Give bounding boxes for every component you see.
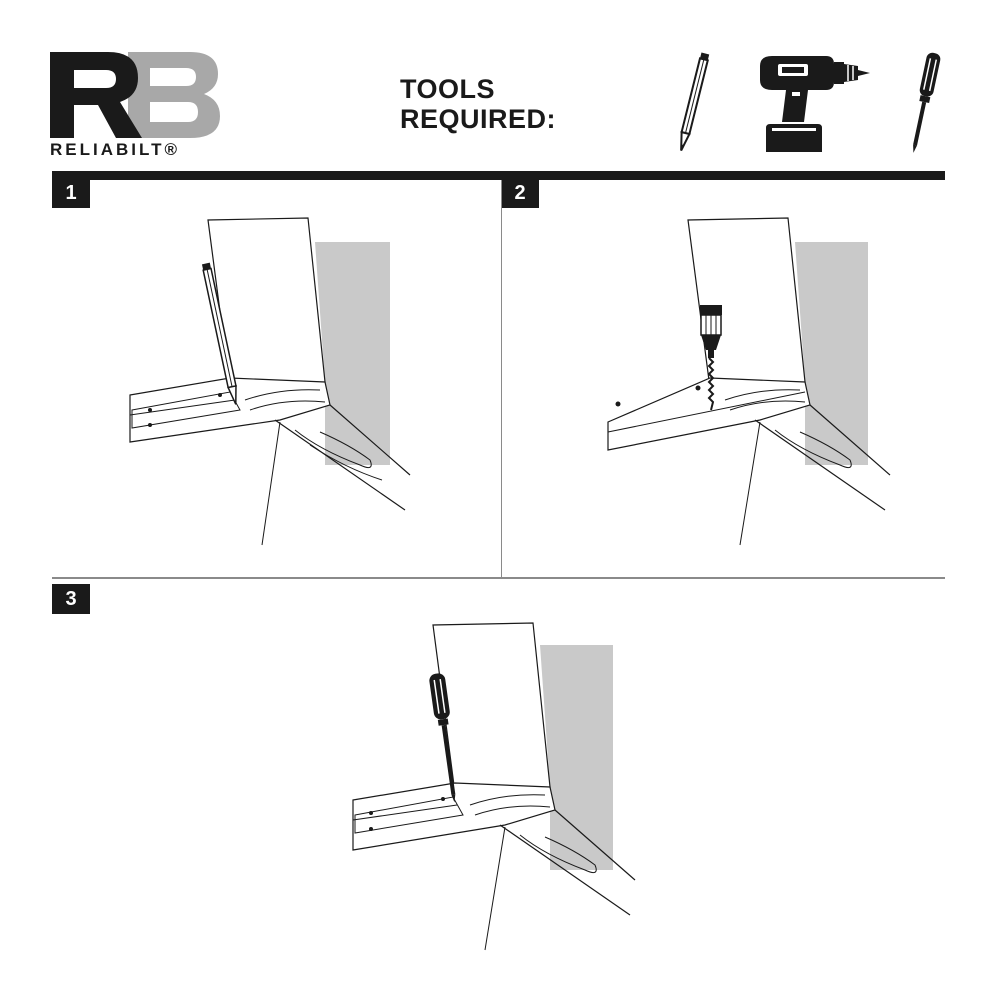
screwdriver-icon [429, 673, 456, 803]
door-frame-scene [352, 622, 636, 951]
step-3-badge: 3 [52, 584, 90, 614]
header-rule [52, 171, 945, 180]
step-2-badge: 2 [501, 178, 539, 208]
brand-name: RELIABILT® [50, 140, 181, 159]
panel-divider-vertical [501, 180, 502, 578]
tools-title-line2: REQUIRED: [400, 104, 557, 134]
step-3-illustration [352, 622, 636, 951]
pencil-icon [680, 52, 710, 151]
step-2-illustration [607, 217, 891, 546]
step-1-illustration [129, 217, 411, 546]
door-frame-scene [129, 217, 411, 546]
tools-title-line1: TOOLS [400, 74, 496, 104]
screwdriver-icon [913, 52, 941, 153]
door-frame-scene [607, 217, 891, 546]
power-drill-icon [760, 56, 870, 152]
tools-required-title: TOOLS REQUIRED: [400, 74, 556, 134]
step-1-badge: 1 [52, 178, 90, 208]
reliabilt-logo [50, 52, 220, 138]
panel-divider-horizontal [52, 577, 945, 579]
pencil-icon [201, 262, 237, 405]
drill-bit-icon [700, 305, 722, 411]
